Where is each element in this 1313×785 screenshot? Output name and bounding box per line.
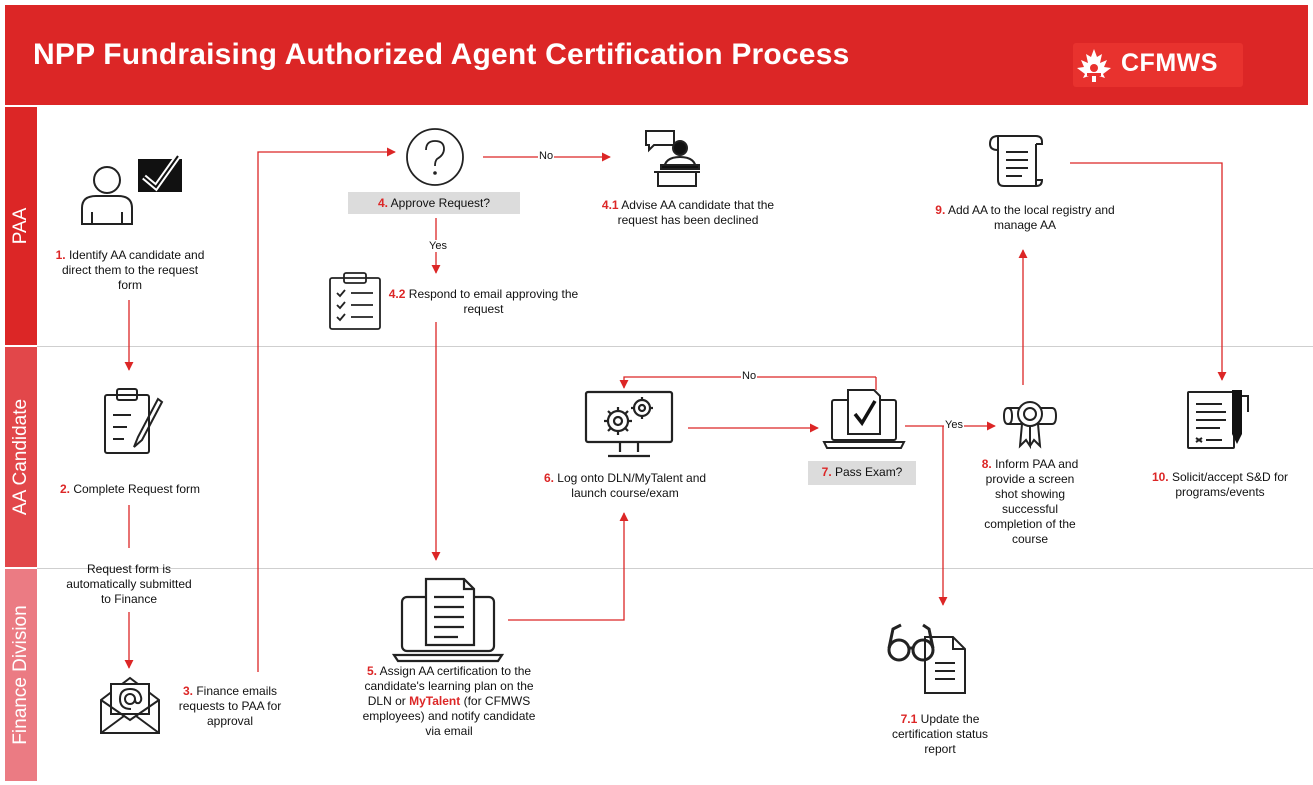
page-title: NPP Fundraising Authorized Agent Certifi… xyxy=(33,38,850,71)
step-number: 4.2 xyxy=(388,287,406,301)
lane-finance-division: Finance Division xyxy=(5,569,37,781)
cfmws-logo: CFMWS xyxy=(1073,43,1243,87)
step-2-label: 2. Complete Request form xyxy=(50,482,210,497)
maple-leaf-icon xyxy=(1077,49,1111,82)
step-5-text-after: (for CFMWS employees) and notify candida… xyxy=(362,694,536,738)
lane-aa-candidate: AA Candidate xyxy=(5,347,37,567)
step-2-text: Complete Request form xyxy=(73,482,201,496)
step-4-text: Approve Request? xyxy=(390,196,491,210)
step-number: 2. xyxy=(59,482,70,496)
step-number: 7. xyxy=(821,465,832,479)
laptop-document-icon xyxy=(392,577,504,663)
person-checkbox-icon xyxy=(81,154,182,225)
step-5-text-before: Assign AA certification to the candidate… xyxy=(364,664,534,708)
step-1-label: 1. Identify AA candidate and direct them… xyxy=(50,248,210,293)
step-8-text: Inform PAA and provide a screen shot sho… xyxy=(984,457,1079,546)
clipboard-pencil-icon xyxy=(104,388,164,454)
step-number: 8. xyxy=(981,457,992,471)
glasses-document-icon xyxy=(887,623,966,694)
step-4-2-text: Respond to email approving the request xyxy=(408,287,579,316)
monitor-gears-icon xyxy=(584,390,674,458)
lane-divider xyxy=(37,568,1313,569)
step-number: 7.1 xyxy=(900,712,918,726)
lane-divider xyxy=(37,346,1313,347)
step-7-text: Pass Exam? xyxy=(835,465,903,479)
step-number: 4.1 xyxy=(601,198,619,212)
step-3-text: Finance emails requests to PAA for appro… xyxy=(178,684,282,728)
step-6-label: 6. Log onto DLN/MyTalent and launch cour… xyxy=(530,471,720,501)
step-number: 9. xyxy=(935,203,946,217)
edge-label-no: No xyxy=(741,370,758,382)
step-9-label: 9. Add AA to the local registry and mana… xyxy=(935,203,1115,233)
step-number: 5. xyxy=(366,664,377,678)
person-desk-chat-icon xyxy=(645,130,700,187)
checklist-clipboard-icon xyxy=(329,272,381,330)
step-9-text: Add AA to the local registry and manage … xyxy=(947,203,1115,232)
step-10-text: Solicit/accept S&D for programs/events xyxy=(1171,470,1289,499)
question-icon xyxy=(406,128,464,186)
step-1-text: Identify AA candidate and direct them to… xyxy=(61,248,205,292)
laptop-check-icon xyxy=(822,389,906,449)
step-4-1-label: 4.1 Advise AA candidate that the request… xyxy=(588,198,788,228)
auto-submit-note: Request form is automatically submitted … xyxy=(66,562,192,606)
contract-pen-icon xyxy=(1187,390,1249,449)
step-4-2-label: 4.2 Respond to email approving the reque… xyxy=(386,287,581,317)
step-number: 6. xyxy=(543,471,554,485)
step-10-label: 10. Solicit/accept S&D for programs/even… xyxy=(1145,470,1295,500)
edge-label-yes: Yes xyxy=(944,419,964,431)
lane-paa: PAA xyxy=(5,107,37,345)
certificate-ribbon-icon xyxy=(1002,401,1058,450)
step-5-label: 5. Assign AA certification to the candid… xyxy=(354,664,544,739)
step-7-1-text: Update the certification status report xyxy=(891,712,989,756)
step-6-text: Log onto DLN/MyTalent and launch course/… xyxy=(557,471,707,500)
step-3-label: 3. Finance emails requests to PAA for ap… xyxy=(175,684,285,729)
step-4-1-text: Advise AA candidate that the request has… xyxy=(617,198,775,227)
header-banner: NPP Fundraising Authorized Agent Certifi… xyxy=(5,5,1308,105)
decision-approve-request: 4. Approve Request? xyxy=(348,192,520,214)
step-number: 3. xyxy=(182,684,193,698)
step-number: 10. xyxy=(1151,470,1169,484)
logo-text: CFMWS xyxy=(1121,49,1218,77)
mytalent-highlight: MyTalent xyxy=(409,694,461,708)
envelope-at-icon xyxy=(100,676,160,734)
decision-pass-exam: 7. Pass Exam? xyxy=(808,461,916,485)
step-7-1-label: 7.1 Update the certification status repo… xyxy=(885,712,995,757)
edge-label-no: No xyxy=(538,150,555,162)
step-number: 1. xyxy=(55,248,66,262)
edge-label-yes: Yes xyxy=(428,240,448,252)
scroll-icon xyxy=(988,135,1044,187)
step-number: 4. xyxy=(377,196,388,210)
step-8-label: 8. Inform PAA and provide a screen shot … xyxy=(980,457,1080,547)
